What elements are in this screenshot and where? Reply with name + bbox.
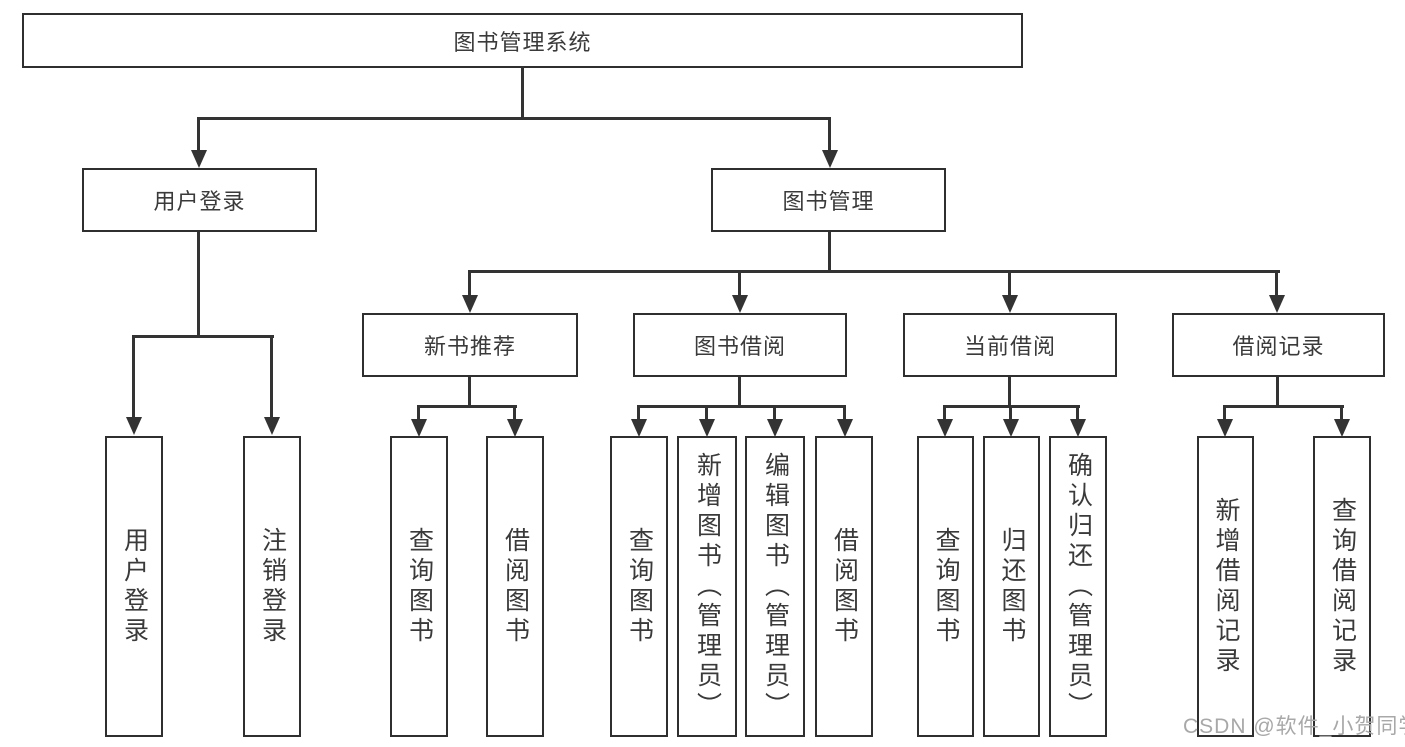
- node-leaf-query-books-borrowing: 查询图书: [610, 436, 668, 737]
- node-book-borrowing: 图书借阅: [633, 313, 847, 377]
- connector-line: [943, 405, 946, 421]
- connector-line: [1275, 270, 1278, 298]
- connector-line: [468, 270, 471, 298]
- arrow-down-icon: [631, 419, 647, 437]
- arrow-down-icon: [732, 295, 748, 313]
- arrow-down-icon: [1003, 419, 1019, 437]
- arrow-down-icon: [411, 419, 427, 437]
- connector-line: [197, 117, 831, 120]
- connector-line: [773, 405, 776, 421]
- node-leaf-query-borrow-record: 查询借阅记录: [1313, 436, 1371, 737]
- connector-line: [417, 405, 517, 408]
- connector-line: [1076, 405, 1079, 421]
- arrow-down-icon: [822, 150, 838, 168]
- node-book-management: 图书管理: [711, 168, 946, 232]
- arrow-down-icon: [1070, 419, 1086, 437]
- arrow-down-icon: [264, 417, 280, 435]
- connector-line: [705, 405, 708, 421]
- arrow-down-icon: [1334, 419, 1350, 437]
- connector-line: [1276, 377, 1279, 408]
- connector-line: [197, 232, 200, 337]
- arrow-down-icon: [937, 419, 953, 437]
- node-leaf-add-borrow-record: 新增借阅记录: [1197, 436, 1254, 737]
- connector-line: [1008, 377, 1011, 408]
- node-leaf-logout: 注销登录: [243, 436, 301, 737]
- connector-line: [521, 66, 524, 120]
- node-leaf-query-books-recommend: 查询图书: [390, 436, 448, 737]
- arrow-down-icon: [126, 417, 142, 435]
- connector-line: [417, 405, 420, 421]
- arrow-down-icon: [1269, 295, 1285, 313]
- connector-line: [637, 405, 640, 421]
- node-library-management-system: 图书管理系统: [22, 13, 1023, 68]
- arrow-down-icon: [699, 419, 715, 437]
- node-borrowing-records: 借阅记录: [1172, 313, 1385, 377]
- connector-line: [738, 270, 741, 298]
- connector-line: [468, 377, 471, 408]
- node-leaf-user-login: 用户登录: [105, 436, 163, 737]
- arrow-down-icon: [462, 295, 478, 313]
- node-leaf-add-books-admin: 新增图书（管理员）: [677, 436, 737, 737]
- csdn-watermark: CSDN @软件_小贺同学: [1183, 715, 1405, 738]
- connector-line: [270, 335, 273, 419]
- node-leaf-borrow-books-recommend: 借阅图书: [486, 436, 544, 737]
- connector-line: [738, 377, 741, 408]
- connector-line: [1223, 405, 1226, 421]
- connector-line: [197, 117, 200, 153]
- node-leaf-edit-books-admin: 编辑图书（管理员）: [745, 436, 805, 737]
- arrow-down-icon: [191, 150, 207, 168]
- connector-line: [132, 335, 135, 419]
- node-leaf-confirm-return-admin: 确认归还（管理员）: [1049, 436, 1107, 737]
- arrow-down-icon: [837, 419, 853, 437]
- arrow-down-icon: [767, 419, 783, 437]
- connector-line: [843, 405, 846, 421]
- connector-line: [132, 335, 274, 338]
- node-new-book-recommendation: 新书推荐: [362, 313, 578, 377]
- node-current-borrowing: 当前借阅: [903, 313, 1117, 377]
- connector-line: [1340, 405, 1343, 421]
- node-leaf-borrow-books: 借阅图书: [815, 436, 873, 737]
- arrow-down-icon: [507, 419, 523, 437]
- arrow-down-icon: [1002, 295, 1018, 313]
- node-user-login: 用户登录: [82, 168, 317, 232]
- connector-line: [828, 117, 831, 153]
- connector-line: [828, 232, 831, 273]
- connector-line: [1009, 405, 1012, 421]
- connector-line: [513, 405, 516, 421]
- connector-line: [1008, 270, 1011, 298]
- connector-line: [637, 405, 846, 408]
- node-leaf-query-books-current: 查询图书: [917, 436, 974, 737]
- node-leaf-return-books: 归还图书: [983, 436, 1040, 737]
- connector-line: [468, 270, 1280, 273]
- connector-line: [1223, 405, 1344, 408]
- arrow-down-icon: [1217, 419, 1233, 437]
